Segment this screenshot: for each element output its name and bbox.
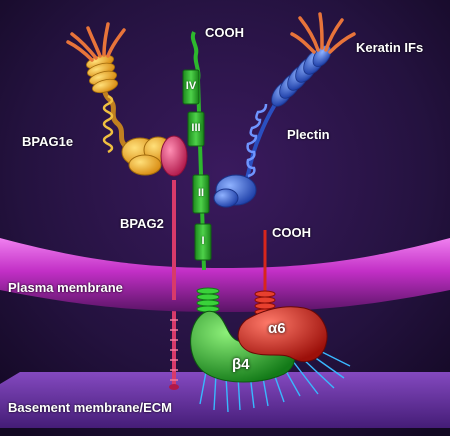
beta4-transmembrane-coil bbox=[196, 287, 220, 313]
domain-label-iii: III bbox=[191, 122, 201, 134]
basement-membrane bbox=[0, 372, 450, 428]
plectin-rod bbox=[244, 44, 332, 183]
keratin-ifs-left bbox=[66, 22, 126, 62]
domain-box-i bbox=[194, 223, 212, 261]
domain-box-iv bbox=[182, 69, 200, 105]
bpag1e-coil bbox=[85, 54, 130, 154]
plasma-membrane-label: Plasma membrane bbox=[8, 280, 123, 295]
fn3-domains bbox=[182, 69, 212, 261]
keratin-ifs-label: Keratin IFs bbox=[356, 40, 424, 55]
plectin-head bbox=[213, 174, 257, 208]
domain-box-ii bbox=[192, 174, 210, 214]
cooh-top-label: COOH bbox=[205, 25, 244, 40]
basement-membrane-label: Basement membrane/ECM bbox=[8, 400, 172, 415]
domain-label-ii: II bbox=[197, 187, 205, 199]
bpag1e-label: BPAG1e bbox=[22, 134, 74, 149]
domain-label-iv: IV bbox=[185, 80, 197, 92]
cooh-mid-label: COOH bbox=[272, 225, 311, 240]
domain-label-i: I bbox=[201, 235, 205, 247]
plectin-label: Plectin bbox=[287, 127, 330, 142]
alpha6-subunit bbox=[237, 306, 328, 362]
plasma-membrane bbox=[0, 238, 450, 312]
ecm-fibers bbox=[199, 349, 351, 413]
bpag2-label: BPAG2 bbox=[120, 216, 164, 231]
bpag2-head bbox=[160, 135, 188, 177]
alpha6-label: α6 bbox=[268, 320, 286, 337]
domain-box-iii bbox=[187, 111, 205, 147]
keratin-ifs-right bbox=[290, 12, 356, 54]
beta4-label: β4 bbox=[232, 356, 250, 373]
